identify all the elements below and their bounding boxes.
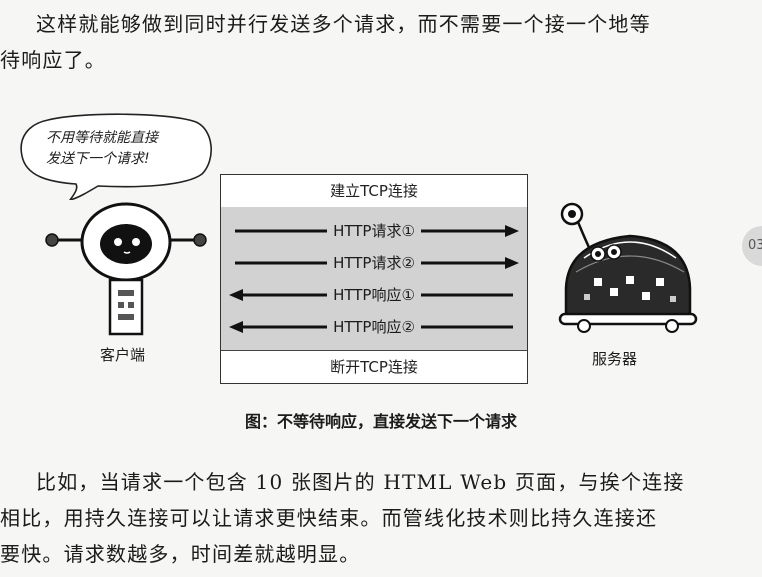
body-line-2: 相比，用持久连接可以让请求更快结束。而管线化技术则比持久连接还 <box>0 506 658 530</box>
client-label: 客户端 <box>100 346 146 364</box>
response-2-row: HTTP响应② <box>221 315 527 339</box>
connection-diagram: 建立TCP连接 HTTP请求① HTTP请求② HTTP响应① <box>220 174 528 384</box>
speech-bubble-text: 不用等待就能直接 发送下一个请求! <box>46 128 196 170</box>
bubble-line-1: 不用等待就能直接 <box>46 130 158 146</box>
request-1-row: HTTP请求① <box>221 219 527 243</box>
request-2-row: HTTP请求② <box>221 251 527 275</box>
body-line-3: 要快。请求数越多，时间差就越明显。 <box>0 542 361 566</box>
figure-caption: 图：不等待响应，直接发送下一个请求 <box>244 412 517 431</box>
response-1-row: HTTP响应① <box>221 283 527 307</box>
intro-line-2: 待响应了。 <box>0 48 106 72</box>
response-2-label: HTTP响应② <box>327 318 421 336</box>
response-1-label: HTTP响应① <box>327 286 421 304</box>
request-1-label: HTTP请求① <box>327 222 421 240</box>
server-robot-icon <box>558 202 698 333</box>
bubble-line-2: 发送下一个请求! <box>46 151 150 167</box>
open-connection-label: 建立TCP连接 <box>221 175 527 208</box>
body-line-1: 比如，当请求一个包含 10 张图片的 HTML Web 页面，与挨个连接 <box>36 470 685 494</box>
pipelined-messages: HTTP请求① HTTP请求② HTTP响应① HTTP响应② <box>221 207 527 351</box>
intro-paragraph: 这样就能够做到同时并行发送多个请求，而不需要一个接一个地等 待响应了。 <box>0 6 740 78</box>
intro-line-1: 这样就能够做到同时并行发送多个请求，而不需要一个接一个地等 <box>36 12 651 36</box>
request-2-label: HTTP请求② <box>327 254 421 272</box>
close-connection-label: 断开TCP连接 <box>221 350 527 383</box>
client-robot-icon <box>45 202 207 336</box>
chapter-tab: 03 <box>742 226 762 266</box>
body-paragraph: 比如，当请求一个包含 10 张图片的 HTML Web 页面，与挨个连接 相比，… <box>0 464 740 572</box>
speech-bubble <box>20 113 212 200</box>
server-label: 服务器 <box>592 350 638 368</box>
